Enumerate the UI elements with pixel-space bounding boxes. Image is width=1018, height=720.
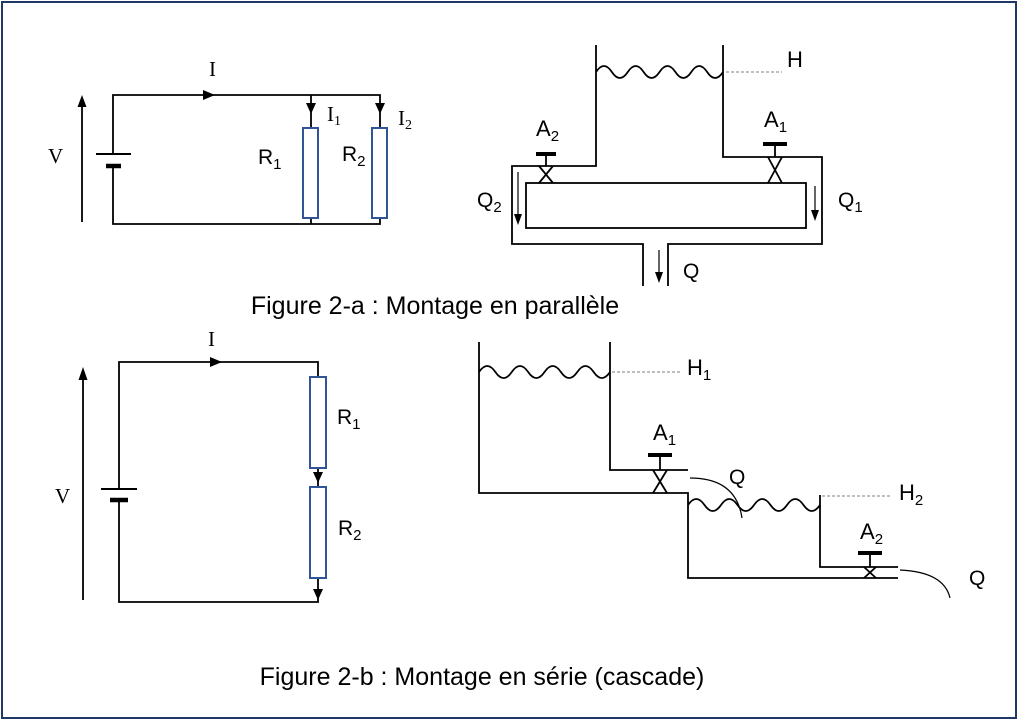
figure-2a-caption: Figure 2-a : Montage en parallèle	[251, 292, 619, 320]
flow-2-arrow-head	[514, 214, 522, 225]
voltage-label: V	[48, 144, 63, 168]
level-2-label: H2	[899, 480, 923, 509]
valve-a2-label: A2	[860, 519, 883, 548]
current-2-label-base: I	[398, 106, 405, 130]
total-flow-arrow-head	[655, 272, 663, 283]
resistor-1-label: R1	[258, 146, 282, 173]
current-1-arrow	[306, 103, 316, 114]
parallel-hydraulic: H A2 A1 Q2 Q1 Q	[477, 45, 863, 286]
resistor-1-label-sub: 1	[273, 156, 281, 173]
valve-a2-body	[863, 566, 877, 579]
tank-1-right-wall-and-spout	[609, 342, 688, 471]
current-2-label: I2	[398, 106, 412, 133]
tank-1-left-wall-and-bottom	[478, 342, 898, 579]
valve-a2-symbol	[858, 551, 882, 579]
figure-2b: V I R1 R2 H1	[55, 327, 985, 691]
resistor-2	[309, 486, 327, 579]
valve-a1-body	[767, 156, 783, 184]
valve-a1-label-sub: 1	[668, 432, 676, 449]
current-arrow-mid	[313, 472, 323, 483]
valve-a2-label-sub: 2	[551, 128, 559, 145]
valve-a2-body	[538, 165, 554, 184]
current-label: I	[209, 57, 216, 81]
flow-out-1-label: Q	[729, 466, 745, 489]
resistor-1-label-base: R	[258, 146, 273, 169]
valve-a2-symbol	[536, 152, 556, 184]
wire-bottom	[112, 166, 381, 225]
resistor-2-label-base: R	[342, 143, 357, 166]
resistor-2-label-sub: 2	[357, 153, 365, 170]
level-1-label-sub: 1	[703, 367, 711, 384]
valve-a1-symbol	[763, 142, 787, 184]
parallel-circuit: V I I1 I2 R1 R2	[48, 57, 412, 225]
valve-a1-label: A1	[764, 107, 787, 136]
flow-2-label-base: Q	[477, 189, 493, 212]
valve-a1-label-base: A	[764, 107, 779, 132]
voltage-arrow-head	[78, 367, 88, 380]
valve-a2-label-sub: 2	[875, 531, 883, 548]
flow-2-label: Q2	[477, 189, 502, 216]
valve-a1-label-sub: 1	[779, 119, 787, 136]
valve-a1-label: A1	[653, 420, 676, 449]
flow-1-label-sub: 1	[854, 199, 862, 216]
valve-a2-label-base: A	[536, 116, 551, 141]
level-1-label: H1	[687, 355, 711, 384]
current-1-label-base: I	[327, 102, 334, 126]
flow-out-1-stream	[689, 477, 743, 519]
level-label: H	[787, 47, 803, 72]
voltage-arrow-head	[77, 95, 87, 107]
current-2-arrow	[375, 103, 385, 114]
flow-1-arrow-head	[811, 210, 819, 221]
resistor-2-label: R2	[338, 517, 362, 544]
tank-2-right-wall-and-spout	[819, 495, 898, 568]
resistor-1-label-base: R	[337, 406, 352, 429]
resistor-2	[371, 127, 388, 219]
voltage-label: V	[55, 484, 70, 508]
series-circuit: V I R1 R2	[55, 327, 362, 603]
tank-2-water-surface	[687, 498, 821, 512]
current-1-label-sub: 1	[334, 114, 341, 129]
resistor-2-label-sub: 2	[353, 527, 361, 544]
valve-a1-label-base: A	[653, 420, 668, 445]
flow-out-2-label: Q	[969, 567, 985, 590]
current-arrow	[203, 90, 215, 100]
level-2-label-sub: 2	[915, 492, 923, 509]
valve-a1-symbol	[648, 453, 672, 494]
figure-2b-caption: Figure 2-b : Montage en série (cascade)	[260, 663, 705, 691]
resistor-1-label: R1	[337, 406, 361, 433]
resistor-2-label-base: R	[338, 517, 353, 540]
tank-right-wall-and-right-pipe	[667, 45, 823, 286]
cascade-hydraulic: H1 A1 Q H2 A2 Q	[478, 342, 985, 599]
current-2-label-sub: 2	[405, 118, 412, 133]
current-1-label: I1	[327, 102, 341, 129]
flow-1-label-base: Q	[838, 189, 854, 212]
resistor-2-label: R2	[342, 143, 366, 170]
valve-a2-label: A2	[536, 116, 559, 145]
resistor-1	[309, 376, 327, 469]
level-1-label-base: H	[687, 355, 703, 380]
resistor-1-label-sub: 1	[352, 416, 360, 433]
current-arrow	[210, 357, 222, 367]
pipe-inner-block	[525, 182, 807, 229]
valve-a1-body	[652, 469, 668, 494]
figure-2a: V I I1 I2 R1 R2	[48, 45, 863, 320]
tank-left-wall-and-left-pipe	[511, 45, 644, 286]
current-label: I	[208, 327, 215, 351]
resistor-1	[302, 127, 319, 219]
flow-1-label: Q1	[838, 189, 863, 216]
flow-2-label-sub: 2	[493, 199, 501, 216]
tank-1-water-surface	[478, 365, 611, 379]
water-surface	[595, 65, 724, 79]
level-2-label-base: H	[899, 480, 915, 505]
current-arrow-bottom	[313, 589, 323, 600]
total-flow-label: Q	[683, 260, 699, 283]
valve-a2-label-base: A	[860, 519, 875, 544]
flow-out-2-stream	[899, 569, 951, 599]
